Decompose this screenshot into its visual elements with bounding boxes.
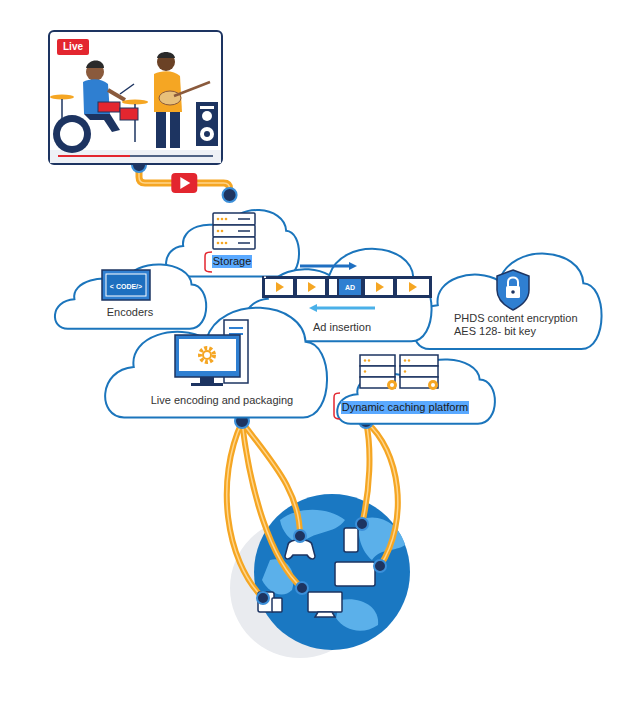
cloud-node: Storage [160, 195, 305, 280]
node-label: Live encoding and packaging [151, 394, 294, 407]
wire-core [227, 422, 398, 598]
cloud-node: Encoders [48, 250, 213, 332]
node-label: Dynamic caching platform [341, 401, 470, 414]
node-icon [330, 345, 502, 427]
node-label: Storage [212, 255, 253, 268]
cloud-node: PHDS content encryption AES 128- bit key [405, 232, 610, 354]
wire [227, 422, 398, 598]
node-label: Ad insertion [313, 321, 371, 334]
device-icons [258, 528, 375, 617]
cloud-node: Dynamic caching platform [330, 345, 502, 427]
wire-end-dot [235, 414, 386, 604]
node-label: Encoders [107, 306, 153, 319]
video-frame: Live [48, 30, 223, 165]
node-label: PHDS content encryption AES 128- bit key [454, 312, 594, 338]
cloud-node: Live encoding and packaging [95, 283, 337, 423]
node-icon [48, 250, 213, 332]
live-badge: Live [57, 39, 89, 55]
